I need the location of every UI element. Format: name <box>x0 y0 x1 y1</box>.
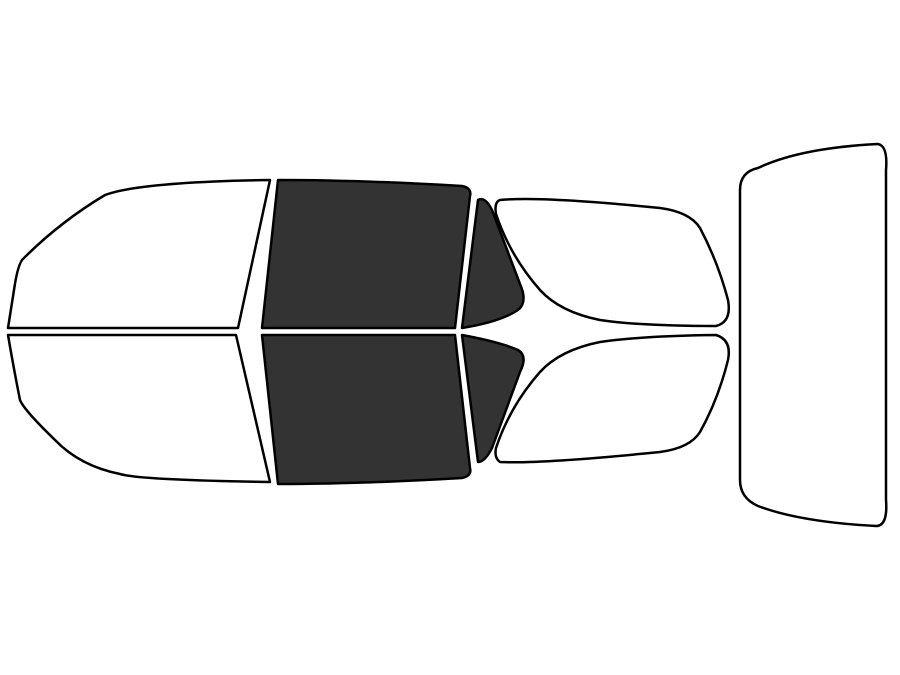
rear-left-door-window[interactable] <box>494 197 730 328</box>
rear-right-door-window[interactable] <box>494 333 730 464</box>
rear-windshield[interactable] <box>738 142 888 528</box>
rear-left-quarter-window[interactable] <box>460 197 525 330</box>
front-left-door-window[interactable] <box>260 178 472 330</box>
front-windshield-top[interactable] <box>6 178 272 330</box>
rear-right-quarter-window[interactable] <box>460 333 525 464</box>
front-right-door-window[interactable] <box>260 333 472 486</box>
front-windshield-bottom[interactable] <box>6 333 272 484</box>
